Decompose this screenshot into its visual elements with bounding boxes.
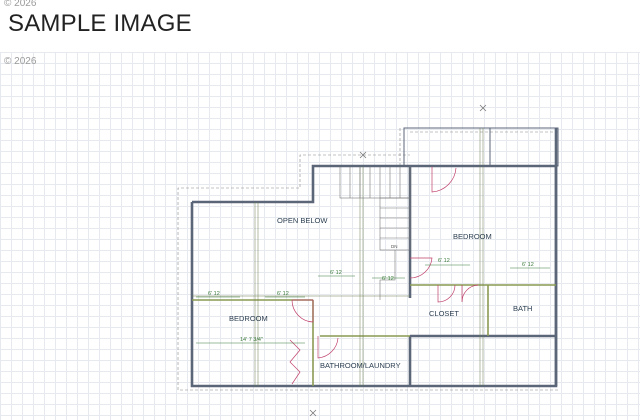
room-closet: CLOSET <box>429 309 459 318</box>
dimension-label-4: 6' 12 <box>382 276 394 282</box>
copyright-bottom: © 2026 <box>4 56 37 67</box>
doors <box>289 166 479 385</box>
stairs <box>339 165 411 300</box>
dimension-label-5: 6' 12 <box>438 258 450 264</box>
room-bath: BATH <box>513 304 532 313</box>
x-marks <box>309 104 487 417</box>
room-bathroom-laundry: BATHROOM/LAUNDRY <box>320 361 401 370</box>
copyright-top: © 2026 <box>4 0 37 9</box>
window-marks <box>191 165 540 246</box>
room-open-below: OPEN BELOW <box>277 216 328 225</box>
dimension-label-7: 14' 7 3/4" <box>240 337 263 343</box>
framing-lines <box>192 128 484 386</box>
stair-dn-label: DN <box>391 244 398 249</box>
dimension-label-1: 6' 12 <box>208 291 220 297</box>
balcony-strip <box>403 127 559 167</box>
dimension-label-6: 6' 12 <box>522 262 534 268</box>
dimension-arrows <box>196 264 550 344</box>
room-bedroom-left: BEDROOM <box>229 314 268 323</box>
room-bedroom-right: BEDROOM <box>453 232 492 241</box>
header-band <box>0 0 640 52</box>
dashed-guides <box>177 128 560 391</box>
dimension-label-2: 6' 12 <box>277 291 289 297</box>
sample-image-title: SAMPLE IMAGE <box>8 10 192 37</box>
dimension-label-3: 6' 12 <box>330 270 342 276</box>
